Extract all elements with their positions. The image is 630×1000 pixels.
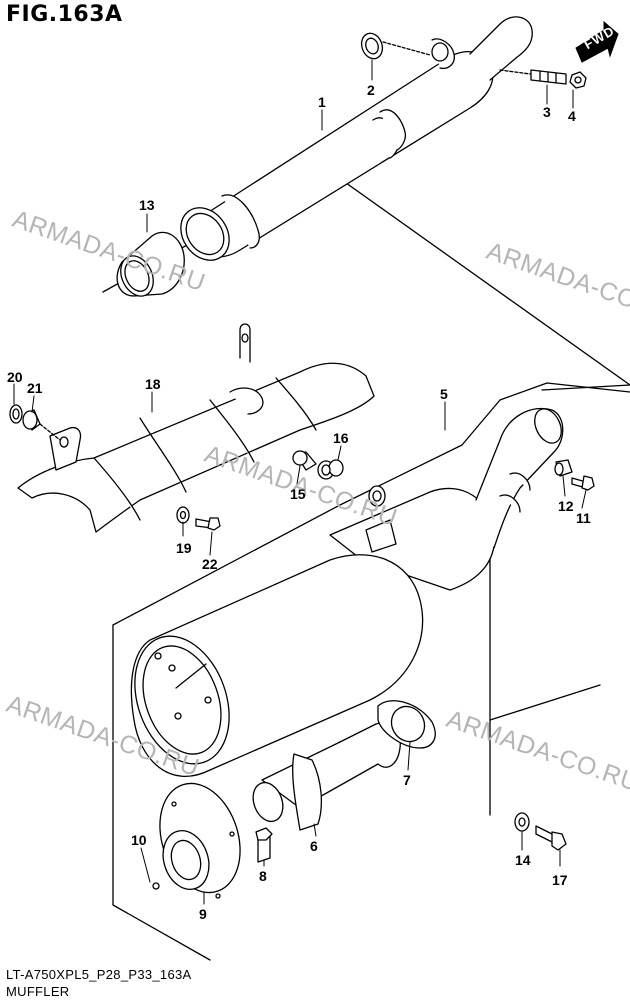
callout-22: 22 [202, 556, 218, 572]
callout-18: 18 [145, 376, 161, 392]
callout-17: 17 [552, 872, 568, 888]
callout-16: 16 [333, 430, 349, 446]
screw-part-10 [152, 882, 160, 890]
end-cap-part [159, 782, 241, 899]
callout-1: 1 [318, 94, 326, 110]
exhaust-pipe-part [180, 16, 533, 261]
washer-part-14 [514, 812, 530, 832]
callout-19: 19 [176, 540, 192, 556]
gasket-part [377, 700, 436, 749]
collar-part-21 [22, 409, 41, 431]
connector-pipe-part [116, 231, 185, 297]
gasket-ring-part [360, 32, 384, 60]
inner-pipe-part [252, 722, 401, 831]
callout-13: 13 [139, 197, 155, 213]
stud-bolt-part [530, 69, 567, 85]
callout-21: 21 [27, 380, 43, 396]
callout-8: 8 [259, 868, 267, 884]
muffler-shell [130, 554, 424, 777]
assembly-outline-bottom [112, 624, 211, 961]
callout-9: 9 [199, 906, 207, 922]
washer-part-20 [9, 404, 23, 424]
callout-12: 12 [558, 498, 574, 514]
heat-shield-part [17, 323, 375, 533]
callout-7: 7 [403, 772, 411, 788]
bolt-part-22 [195, 517, 221, 531]
callout-20: 20 [7, 369, 23, 385]
callout-14: 14 [515, 852, 531, 868]
callout-15: 15 [290, 486, 306, 502]
leader-lines [13, 59, 587, 905]
bolt-part-8 [255, 827, 273, 863]
collar-part-12 [554, 459, 573, 477]
diagram-code: LT-A750XPL5_P28_P33_163A [6, 967, 192, 982]
collar-part-15 [292, 450, 317, 471]
callout-6: 6 [310, 838, 318, 854]
callout-11: 11 [576, 510, 591, 526]
callout-5: 5 [440, 386, 448, 402]
forward-arrow-icon [575, 20, 619, 63]
callout-4: 4 [568, 108, 576, 124]
washer-part-19 [176, 506, 190, 524]
assembly-outline-lower [112, 382, 630, 626]
diagram-name: MUFFLER [6, 984, 70, 999]
assembly-outline-right-lower [489, 684, 601, 721]
callout-3: 3 [543, 104, 551, 120]
bolt-part-17 [535, 825, 567, 851]
grommet-part-16 [317, 459, 344, 480]
callout-2: 2 [367, 82, 375, 98]
muffler-body-part [329, 407, 564, 591]
flange-nut-part [569, 71, 587, 89]
callout-10: 10 [131, 832, 147, 848]
figure-title: FIG.163A [6, 2, 123, 27]
bolt-part-11 [571, 475, 595, 491]
